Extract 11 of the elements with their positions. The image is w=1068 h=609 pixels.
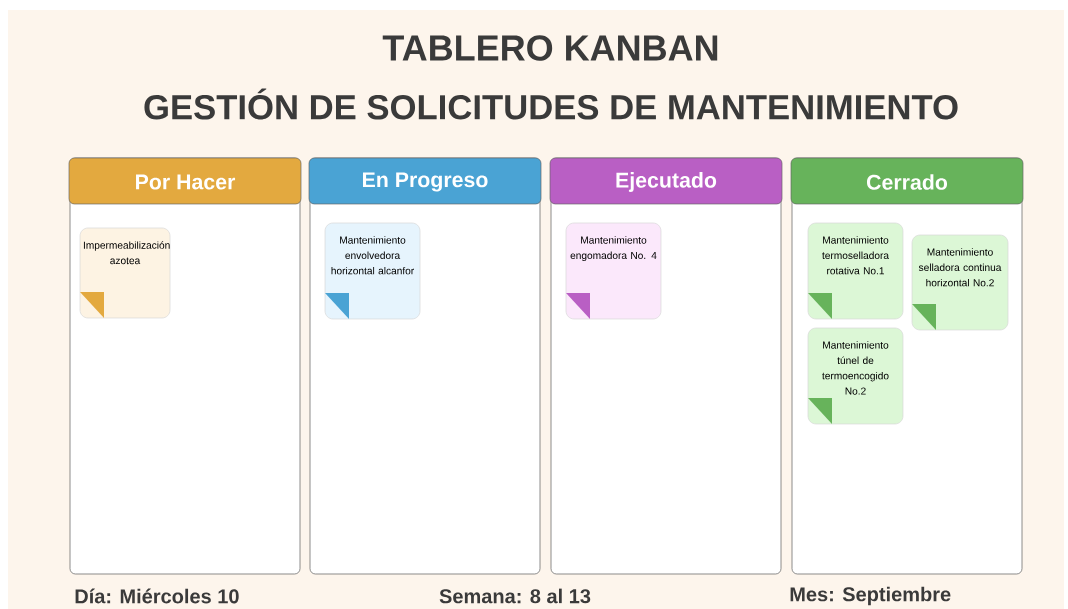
title: TABLERO KANBAN [382, 35, 718, 61]
week-label: Semana: 8 al 13 [439, 588, 591, 604]
sticky-note: Mantenimiento selladora continua horizontal No.2 [911, 234, 1009, 331]
month-label: Mes: Septiembre [790, 586, 951, 606]
sticky-note: Mantenimiento termoselladora rotativa No.1 [807, 222, 904, 320]
subtitle: GESTIÓN DE SOLICITUDES DE MANTENIMIENTO [144, 88, 958, 120]
sticky-note: Impermeabilización azotea [79, 227, 171, 319]
sticky-note: Mantenimiento túnel de termoencogido No.2 [807, 327, 904, 425]
sticky-note: Mantenimiento engomadora No. 4 [565, 222, 662, 320]
date-label: Día: Miércoles 10 [75, 588, 239, 604]
sticky-note: Mantenimiento envolvedora horizontal alcanfor [324, 222, 421, 320]
